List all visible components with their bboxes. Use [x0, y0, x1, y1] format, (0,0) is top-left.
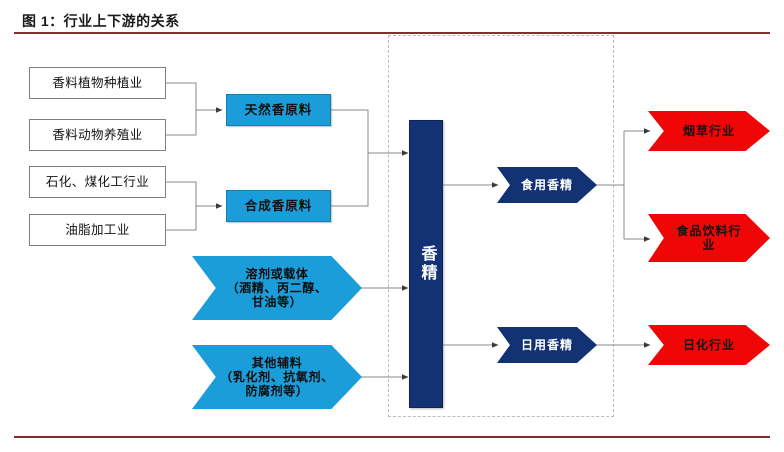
node-label: 合成香原料: [244, 198, 313, 213]
node-material-natural[interactable]: 天然香原料: [226, 94, 331, 126]
node-additive-solvent-carrier[interactable]: 溶剂或载体 （酒精、丙二醇、 甘油等）: [192, 256, 362, 320]
node-downstream-tobacco[interactable]: 烟草行业: [648, 111, 770, 151]
node-label-line1: 其他辅料: [251, 355, 303, 370]
node-label-line2: （乳化剂、抗氧剂、: [220, 369, 334, 384]
node-raw-source-animal[interactable]: 香料动物养殖业: [29, 119, 166, 151]
node-raw-source-petrochemical[interactable]: 石化、煤化工行业: [29, 166, 166, 198]
node-label: 烟草行业: [682, 123, 735, 138]
node-category-edible-flavour[interactable]: 食用香精: [497, 167, 597, 203]
node-label-line3: 甘油等）: [251, 295, 303, 310]
node-label-line2: （酒精、丙二醇、: [226, 280, 328, 295]
node-label: 香精: [418, 245, 436, 283]
node-label: 日化行业: [682, 337, 735, 352]
node-label-line1: 溶剂或载体: [245, 266, 309, 281]
node-downstream-food-beverage[interactable]: 食品饮料行 业: [648, 214, 770, 262]
node-essence-core[interactable]: 香精: [409, 120, 443, 408]
figure-title: 图 1：行业上下游的关系: [22, 13, 180, 29]
node-material-synthetic[interactable]: 合成香原料: [226, 190, 331, 222]
node-label: 香料动物养殖业: [52, 127, 143, 142]
node-label-group: 食品饮料行 业: [674, 224, 743, 252]
node-raw-source-plant[interactable]: 香料植物种植业: [29, 67, 166, 99]
node-label: 油脂加工业: [65, 222, 130, 237]
node-label-line1: 食品饮料行: [676, 223, 742, 238]
footer-rule-bottom: [14, 436, 770, 438]
node-label: 天然香原料: [244, 102, 313, 117]
node-downstream-daily-chemical[interactable]: 日化行业: [648, 325, 770, 365]
node-label-line3: 防腐剂等）: [245, 384, 309, 399]
node-label: 石化、煤化工行业: [45, 174, 150, 189]
node-category-daily-use-flavour[interactable]: 日用香精: [497, 327, 597, 363]
node-additive-other[interactable]: 其他辅料 （乳化剂、抗氧剂、 防腐剂等）: [192, 345, 362, 409]
node-label: 香料植物种植业: [52, 75, 143, 90]
node-label-group: 溶剂或载体 （酒精、丙二醇、 甘油等）: [225, 267, 330, 309]
node-raw-source-oil-processing[interactable]: 油脂加工业: [29, 214, 166, 246]
node-label: 日用香精: [520, 337, 573, 352]
node-label: 食用香精: [520, 177, 573, 192]
title-rule-top: [14, 32, 770, 34]
node-label-group: 其他辅料 （乳化剂、抗氧剂、 防腐剂等）: [218, 356, 335, 398]
node-label-line2: 业: [702, 238, 716, 252]
